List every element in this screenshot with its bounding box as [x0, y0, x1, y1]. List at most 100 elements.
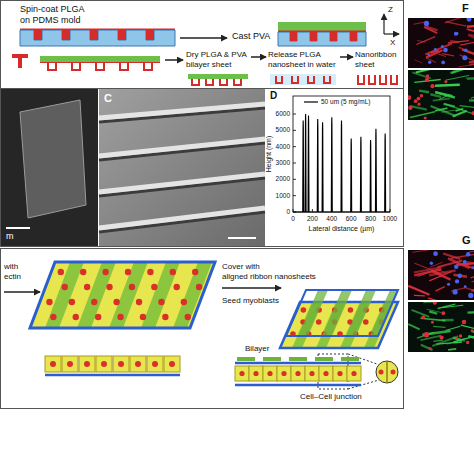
tick-label: 800 [365, 215, 376, 222]
tick-label: 0 [291, 215, 295, 222]
step-label: on PDMS mold [20, 15, 81, 25]
scale-bar [228, 237, 256, 239]
axis-name: Z [388, 5, 393, 14]
step-label: Dry PLGA & PVA [186, 50, 247, 59]
water [270, 74, 336, 85]
sem-image [99, 89, 265, 246]
sheet-photo [20, 100, 86, 218]
step-label: nanosheet in water [268, 60, 336, 69]
pva-layer [40, 56, 160, 62]
tick-marks [293, 114, 296, 212]
step-arrow [165, 59, 183, 61]
step-label: bilayer sheet [186, 60, 231, 69]
tick-label: 6000 [276, 110, 290, 117]
tick-label: 600 [346, 215, 357, 222]
step-label: Nanoribbon [355, 50, 396, 59]
part-label: Cell–Cell junction [300, 392, 362, 401]
axis-title: Lateral distance (µm) [309, 225, 375, 233]
height-profile [293, 114, 390, 212]
part-label: Bilayer [245, 344, 269, 353]
cell-nucleus [391, 370, 396, 375]
scale-bar [6, 227, 30, 229]
tick-label: 2000 [276, 175, 290, 182]
nanoribbon-stripes [45, 262, 212, 328]
plga-layer [278, 31, 366, 33]
pva-layer [188, 74, 248, 79]
plot-frame [293, 96, 390, 212]
junction-line [386, 361, 388, 383]
step-label: sheet [355, 60, 375, 69]
step-arrow [180, 37, 227, 39]
step-arrow [340, 56, 353, 58]
panel-frame [1, 249, 404, 409]
fluorescence-image [408, 250, 474, 300]
axis-arrow [383, 14, 384, 34]
plga-layer [40, 62, 160, 63]
tick-label: 0 [286, 208, 290, 215]
step-arrow [222, 287, 281, 289]
tick-label: 400 [326, 215, 337, 222]
panel-frame [1, 89, 404, 247]
legend-text: 50 um (5 mg/mL) [321, 98, 371, 105]
step-label: Release PLGA [268, 50, 321, 59]
step-label: Cast PVA [232, 31, 270, 41]
substrate-outline [30, 262, 215, 328]
pva-layer [278, 22, 366, 31]
tick-label: 5000 [276, 126, 290, 133]
step-label: Seed myoblasts [222, 296, 279, 305]
tick-marks [293, 209, 390, 212]
fluorescence-signal [408, 250, 474, 300]
plga-fill [34, 30, 154, 40]
plga-fill [290, 32, 357, 41]
panel-letter: C [104, 92, 112, 105]
ribbon-profile [12, 54, 28, 68]
substrate-line [235, 384, 361, 387]
photo-b [0, 89, 98, 246]
fluorescence-image [408, 70, 474, 120]
substrate [30, 262, 215, 328]
junction-detail [376, 361, 398, 383]
cell-nucleus [379, 370, 384, 375]
axis-arrow [384, 33, 399, 34]
panel-letter: D [270, 90, 277, 102]
step-label: ectin [4, 272, 21, 281]
step-label: Cover with [222, 262, 260, 271]
step-label: Spin-coat PLGA [20, 4, 85, 14]
cell-row [235, 357, 361, 381]
fluorescence-signal [408, 70, 474, 120]
pdms-mold [20, 30, 175, 46]
sem-ribbons [99, 104, 265, 232]
step-label: with [4, 262, 18, 271]
tick-label: 1000 [276, 192, 290, 199]
substrate-line [45, 374, 180, 377]
scale-label: m [6, 231, 14, 241]
ribbon-shapes [358, 75, 397, 84]
fluorescence-image [408, 18, 474, 68]
fluorescence-signal [414, 18, 474, 67]
generated-art [30, 17, 474, 385]
panel-letter: F [462, 2, 469, 15]
panel-frame [1, 1, 404, 89]
legend-samples [304, 102, 318, 103]
plga-layer [20, 29, 175, 31]
tick-label: 1000 [383, 215, 397, 222]
legend-sample [304, 101, 318, 102]
fluorescence-image [408, 302, 474, 352]
fluorescence-signal [408, 302, 474, 350]
axis-name: X [390, 38, 395, 47]
nanosheet-stripes [298, 290, 400, 336]
step-label: aligned ribbon nanosheets [222, 272, 316, 281]
step-arrow [251, 56, 266, 58]
step-arrow [4, 291, 40, 293]
cell-row [45, 356, 180, 372]
tick-label: 3000 [276, 159, 290, 166]
myoblast-dots [46, 269, 202, 320]
ribbon-shapes [48, 62, 152, 70]
ribbon-shapes [276, 76, 330, 83]
pdms-mold [278, 32, 366, 46]
panel-letter: G [462, 234, 471, 247]
nanosheet-outline [286, 290, 398, 336]
tick-label: 200 [307, 215, 318, 222]
